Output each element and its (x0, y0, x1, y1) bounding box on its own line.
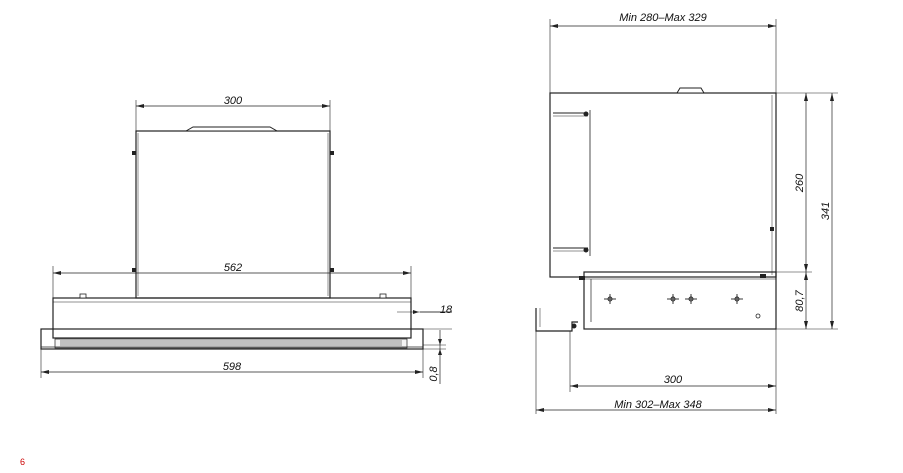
dim-depth-range-bottom: Min 302–Max 348 (614, 399, 702, 411)
hood-body (52, 297, 412, 339)
side-front-lip (535, 308, 578, 332)
front-panel (40, 328, 424, 350)
dim-depth-range-top: Min 280–Max 329 (619, 12, 706, 24)
page-number: 6 (20, 457, 26, 467)
dim-height-260: 260 (794, 173, 806, 193)
front-view: 300 562 598 18 0,8 (40, 95, 453, 384)
dim-panel-offset: 0,8 (428, 365, 440, 381)
dim-panel-height: 18 (440, 304, 453, 316)
dim-height-80-7: 80,7 (794, 289, 806, 311)
dim-body-width: 562 (224, 262, 242, 274)
side-top-cap (676, 87, 705, 94)
side-lower-body (583, 271, 777, 330)
dim-total-width: 598 (223, 361, 242, 373)
dim-depth-300: 300 (664, 374, 683, 386)
side-upper-cabinet (549, 92, 777, 278)
dim-height-341: 341 (820, 202, 832, 220)
chimney-top-cap (184, 126, 279, 132)
side-view: Min 280–Max 329 260 341 80,7 300 Min 302… (535, 12, 838, 414)
dim-chimney-width: 300 (224, 95, 243, 107)
